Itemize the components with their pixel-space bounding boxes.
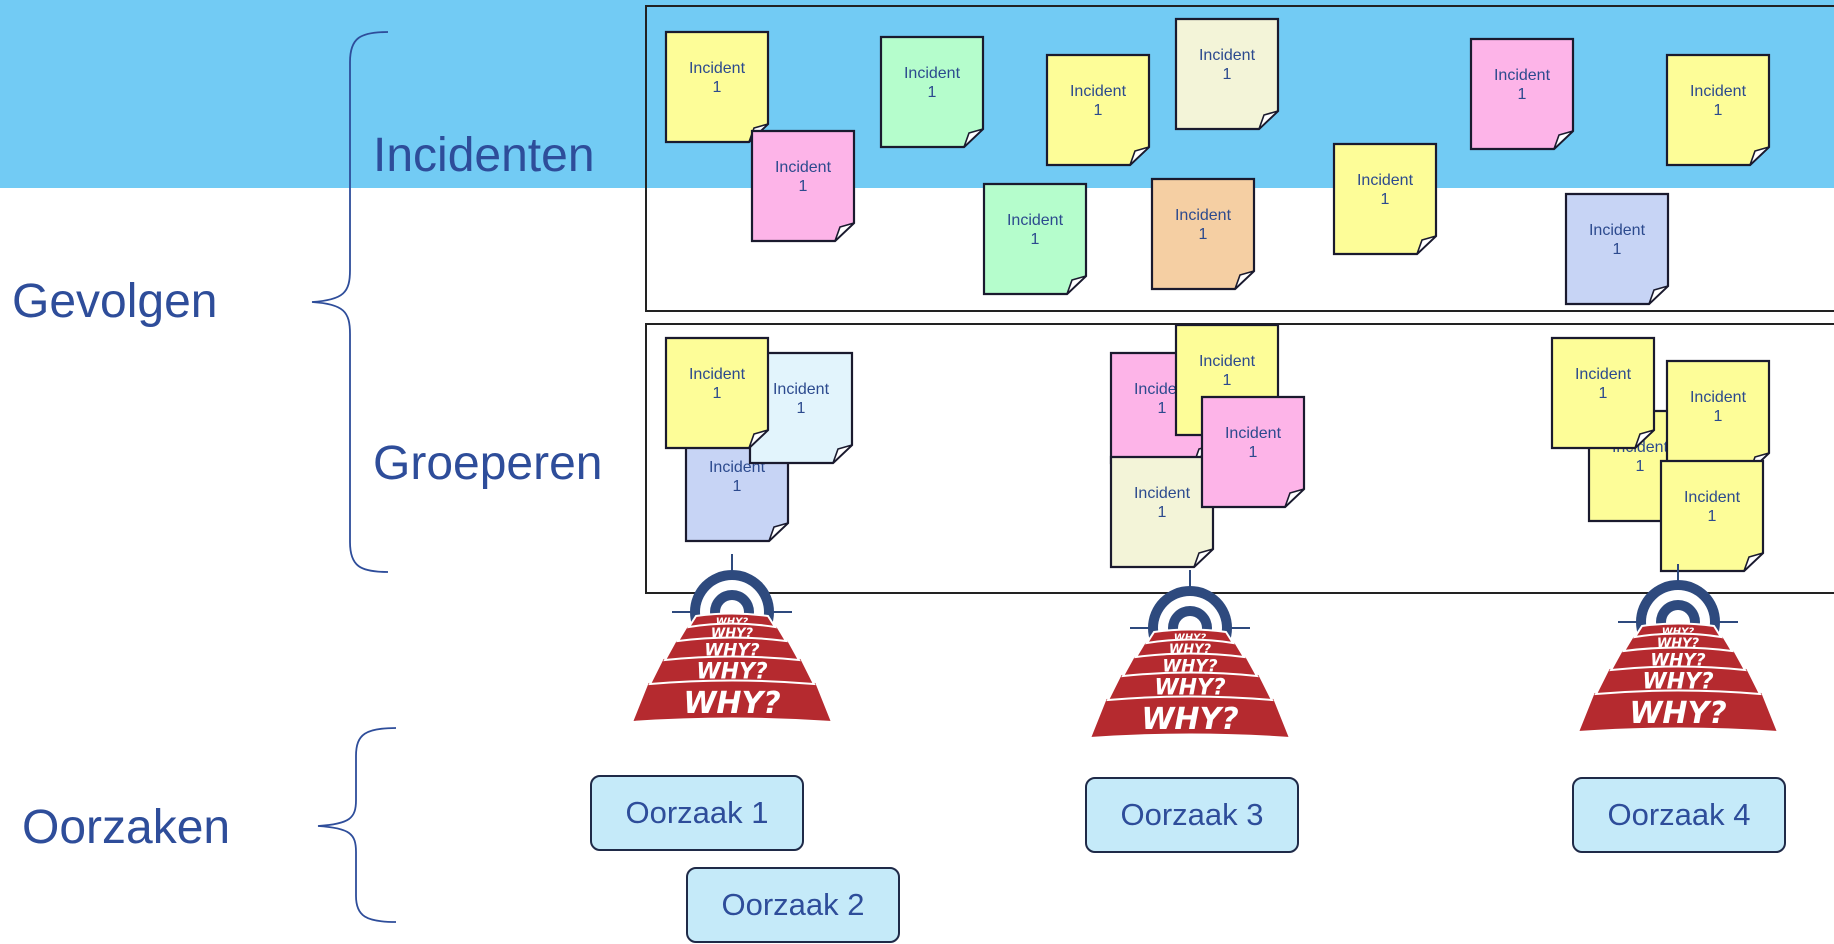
svg-text:WHY?: WHY? [1141,702,1238,737]
svg-text:WHY?: WHY? [711,627,754,642]
svg-text:WHY?: WHY? [704,641,759,661]
incident-note[interactable]: Incident 1 [1564,192,1670,306]
cause-box-oorzaak-4[interactable]: Oorzaak 4 [1572,777,1786,853]
incident-note[interactable]: Incident 1 [664,30,770,144]
incident-note[interactable]: Incident 1 [982,182,1088,296]
grouped-incident-note[interactable]: Incident 1 [664,336,770,450]
incident-note[interactable]: Incident 1 [1469,37,1575,151]
svg-text:WHY?: WHY? [716,617,749,628]
why-pyramid-icon: WHY?WHY?WHY?WHY?WHY? [1085,570,1295,744]
groeperen-label: Groeperen [373,437,603,490]
cause-box-oorzaak-3[interactable]: Oorzaak 3 [1085,777,1299,853]
svg-text:WHY?: WHY? [1657,637,1700,652]
incident-note[interactable]: Incident 1 [1665,53,1771,167]
svg-text:WHY?: WHY? [1169,643,1212,658]
grouped-incident-note[interactable]: Incident 1 [1659,459,1765,573]
grouped-incident-note[interactable]: Incident 1 [1665,359,1771,473]
svg-text:WHY?: WHY? [696,659,768,684]
svg-text:WHY?: WHY? [1162,657,1217,677]
gevolgen-label: Gevolgen [12,275,218,328]
cause-box-oorzaak-2[interactable]: Oorzaak 2 [686,867,900,943]
incident-note[interactable]: Incident 1 [1332,142,1438,256]
incident-note[interactable]: Incident 1 [1150,177,1256,291]
why-pyramid-icon: WHY?WHY?WHY?WHY?WHY? [1573,564,1783,738]
svg-text:WHY?: WHY? [1174,633,1207,644]
incident-note[interactable]: Incident 1 [750,129,856,243]
oorzaken-brace [317,727,397,923]
incident-note[interactable]: Incident 1 [1174,17,1280,131]
incident-note[interactable]: Incident 1 [1045,53,1151,167]
why-pyramid-icon: WHY?WHY?WHY?WHY?WHY? [627,554,837,728]
svg-text:WHY?: WHY? [1650,651,1705,671]
svg-text:WHY?: WHY? [1154,675,1226,700]
svg-text:WHY?: WHY? [1629,696,1726,731]
grouped-incident-note[interactable]: Incident 1 [1200,395,1306,509]
incident-note[interactable]: Incident 1 [879,35,985,149]
gevolgen-brace [311,31,389,573]
cause-box-oorzaak-1[interactable]: Oorzaak 1 [590,775,804,851]
grouped-incident-note[interactable]: Incident 1 [1550,336,1656,450]
svg-text:WHY?: WHY? [1662,627,1695,638]
incidenten-panel [645,5,1834,312]
svg-text:WHY?: WHY? [683,686,780,721]
incidenten-label: Incidenten [373,129,595,182]
grouped-incident-note[interactable]: Incident 1 [748,351,854,465]
svg-text:WHY?: WHY? [1642,669,1714,694]
oorzaken-label: Oorzaken [22,801,231,854]
grouped-incident-note[interactable]: Incident 1 [1109,455,1215,569]
